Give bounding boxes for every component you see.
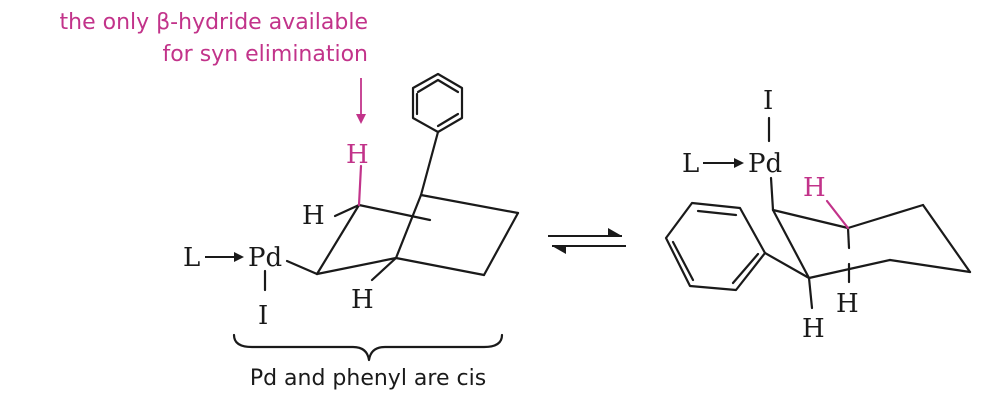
right-h-lower-2: H: [836, 289, 859, 319]
right-phenyl-ring: [664, 201, 811, 292]
right-h-highlight: H: [803, 173, 826, 203]
left-h-upper: H: [302, 201, 325, 231]
equilibrium-arrows: [548, 228, 626, 254]
right-cyclohexane: [771, 199, 972, 310]
left-metal-label: Pd: [248, 243, 282, 273]
annotation-line-1: the only β-hydride available: [60, 10, 368, 35]
annotation: the only β-hydride available for syn eli…: [60, 10, 368, 124]
left-structure: H H H L Pd I: [183, 72, 520, 331]
right-metal-label: Pd: [748, 149, 782, 179]
left-iodide-label: I: [258, 301, 268, 331]
right-iodide-label: I: [763, 86, 773, 116]
right-structure: I L Pd H H H: [664, 86, 972, 344]
left-ligand-label: L: [183, 243, 200, 273]
beta-hydride-label: H: [346, 140, 369, 170]
left-cyclohexane: [285, 164, 520, 282]
right-ligand-label: L: [682, 149, 699, 179]
caption-text: Pd and phenyl are cis: [250, 366, 486, 391]
annotation-line-2: for syn elimination: [162, 42, 368, 67]
cis-brace: Pd and phenyl are cis: [232, 333, 504, 391]
right-h-lower-1: H: [802, 314, 825, 344]
left-phenyl-ring: [411, 72, 464, 197]
left-h-lower: H: [351, 285, 374, 315]
